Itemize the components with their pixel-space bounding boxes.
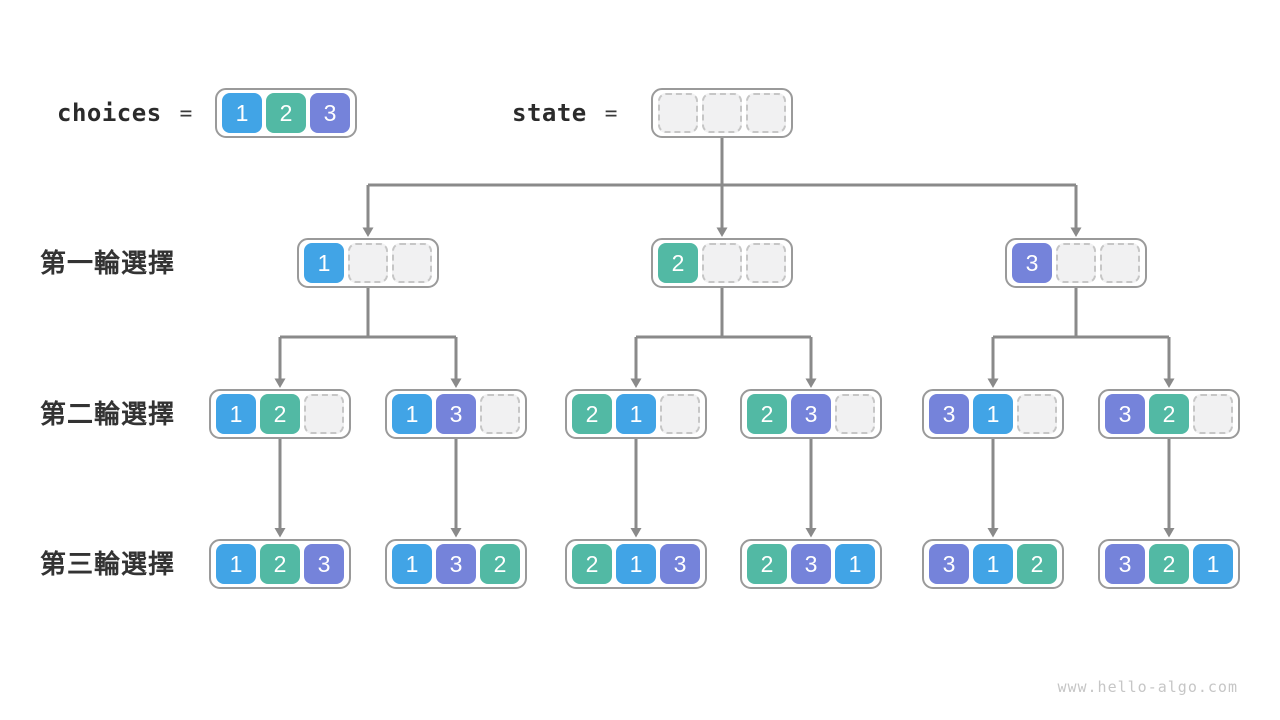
array-cell: 3 — [660, 544, 700, 584]
array-cell: 2 — [260, 544, 300, 584]
round-3-label: 第三輪選擇 — [40, 549, 176, 579]
array-cell: 3 — [791, 394, 831, 434]
array-cell: 1 — [216, 394, 256, 434]
array-cell-empty — [746, 93, 786, 133]
array-cell: 3 — [310, 93, 350, 133]
array-cell-empty — [348, 243, 388, 283]
array-cell-empty — [392, 243, 432, 283]
array-cell-empty — [660, 394, 700, 434]
choices-equation: choices = — [57, 88, 192, 138]
array-cell: 3 — [791, 544, 831, 584]
state-node: 3 — [1005, 238, 1147, 288]
array-cell-empty — [835, 394, 875, 434]
array-cell: 2 — [572, 394, 612, 434]
array-cell: 2 — [572, 544, 612, 584]
array-cell: 2 — [266, 93, 306, 133]
array-cell: 3 — [929, 544, 969, 584]
array-cell: 2 — [480, 544, 520, 584]
round-1-label: 第一輪選擇 — [40, 248, 176, 278]
array-cell-empty — [1056, 243, 1096, 283]
state-array — [651, 88, 793, 138]
array-cell: 1 — [392, 544, 432, 584]
array-cell-empty — [1193, 394, 1233, 434]
array-cell-empty — [480, 394, 520, 434]
state-node: 1 — [297, 238, 439, 288]
array-cell-empty — [702, 243, 742, 283]
state-label: state — [512, 99, 587, 127]
array-cell: 2 — [747, 394, 787, 434]
array-cell: 1 — [392, 394, 432, 434]
choices-label: choices — [57, 99, 162, 127]
watermark: www.hello-algo.com — [1057, 678, 1238, 696]
array-cell-empty — [658, 93, 698, 133]
array-cell: 1 — [973, 394, 1013, 434]
state-equation: state = — [512, 88, 617, 138]
array-cell-empty — [746, 243, 786, 283]
array-cell: 1 — [216, 544, 256, 584]
array-cell: 1 — [616, 544, 656, 584]
state-node: 2 — [651, 238, 793, 288]
array-cell: 2 — [1149, 544, 1189, 584]
array-cell: 3 — [436, 544, 476, 584]
array-cell: 1 — [973, 544, 1013, 584]
array-cell: 2 — [260, 394, 300, 434]
array-cell-empty — [304, 394, 344, 434]
array-cell: 2 — [658, 243, 698, 283]
array-cell: 3 — [929, 394, 969, 434]
equals-sign: = — [179, 101, 193, 125]
array-cell: 2 — [1017, 544, 1057, 584]
array-cell: 2 — [1149, 394, 1189, 434]
array-cell-empty — [1100, 243, 1140, 283]
array-cell: 2 — [747, 544, 787, 584]
equals-sign: = — [604, 101, 618, 125]
array-cell: 3 — [304, 544, 344, 584]
array-cell: 1 — [222, 93, 262, 133]
array-cell: 3 — [436, 394, 476, 434]
array-cell: 3 — [1105, 394, 1145, 434]
array-cell: 1 — [616, 394, 656, 434]
array-cell: 1 — [1193, 544, 1233, 584]
array-cell-empty — [702, 93, 742, 133]
array-cell: 1 — [304, 243, 344, 283]
round-2-label: 第二輪選擇 — [40, 399, 176, 429]
array-cell: 3 — [1105, 544, 1145, 584]
array-cell: 1 — [835, 544, 875, 584]
array-cell: 3 — [1012, 243, 1052, 283]
array-cell-empty — [1017, 394, 1057, 434]
